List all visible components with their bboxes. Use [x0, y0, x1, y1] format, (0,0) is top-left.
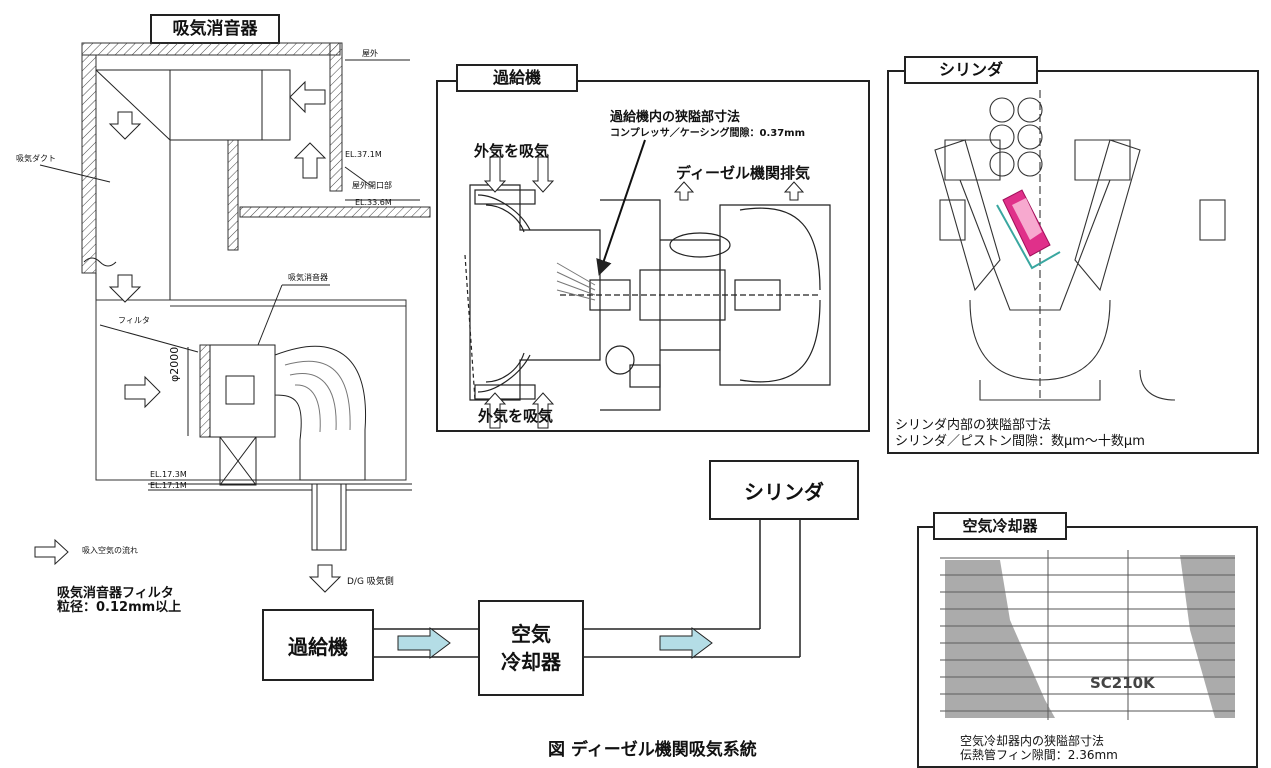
label-filter: フィルタ — [118, 316, 150, 325]
label-outdoor: 屋外 — [362, 49, 378, 58]
flow-cylinder-label: シリンダ — [744, 479, 824, 504]
label-dg-intake-side: D/G 吸気側 — [347, 577, 394, 587]
flow-air-cooler-label-line1: 空気 — [511, 622, 551, 646]
air-cooler-gap-line2: 伝熱管フィン隙間：2.36mm — [960, 748, 1118, 762]
filter-note-line2: 粒径：0.12mm以上 — [57, 600, 182, 615]
label-silencer: 吸気消音器 — [288, 273, 328, 282]
intake-silencer-title: 吸気消音器 — [150, 14, 280, 44]
cylinder-gap-line1: シリンダ内部の狭隘部寸法 — [895, 418, 1052, 433]
label-outdoor-opening: 屋外開口部 — [352, 181, 392, 190]
legend-air-flow: 吸入空気の流れ — [82, 546, 138, 555]
turbo-gap-line2: コンプレッサ／ケーシング間隙：0.37mm — [610, 128, 806, 139]
label-el-33: EL.33.6M — [355, 198, 392, 207]
flow-turbocharger-box: 過給機 — [262, 609, 374, 681]
label-el-17-1: EL.17.1M — [150, 481, 187, 490]
label-el-37: EL.37.1M — [345, 150, 382, 159]
label-el-17-3: EL.17.3M — [150, 470, 187, 479]
cylinder-gap-line2: シリンダ／ピストン間隙：数μm～十数μm — [895, 434, 1145, 449]
turbocharger-title: 過給機 — [456, 64, 578, 92]
flow-turbocharger-label: 過給機 — [288, 634, 348, 659]
air-cooler-gap-line1: 空気冷却器内の狭隘部寸法 — [960, 734, 1105, 748]
flow-air-cooler-label-line2: 冷却器 — [501, 650, 561, 674]
figure-caption: 図 ディーゼル機関吸気系統 — [548, 740, 757, 760]
turbo-intake-bottom: 外気を吸気 — [478, 407, 554, 425]
label-intake-duct: 吸気ダクト — [16, 154, 56, 163]
turbo-exhaust: ディーゼル機関排気 — [676, 164, 810, 182]
cylinder-panel — [887, 70, 1259, 454]
air-cooler-title: 空気冷却器 — [933, 512, 1067, 540]
turbo-intake-top: 外気を吸気 — [474, 142, 550, 160]
turbo-gap-line1: 過給機内の狭隘部寸法 — [610, 110, 741, 125]
cylinder-title: シリンダ — [904, 56, 1038, 84]
filter-note-line1: 吸気消音器フィルタ — [57, 586, 174, 601]
flow-air-cooler-box: 空気 冷却器 — [478, 600, 584, 696]
air-cooler-model: SC210K — [1090, 674, 1155, 692]
turbocharger-panel — [436, 80, 870, 432]
flow-cylinder-box: シリンダ — [709, 460, 859, 520]
